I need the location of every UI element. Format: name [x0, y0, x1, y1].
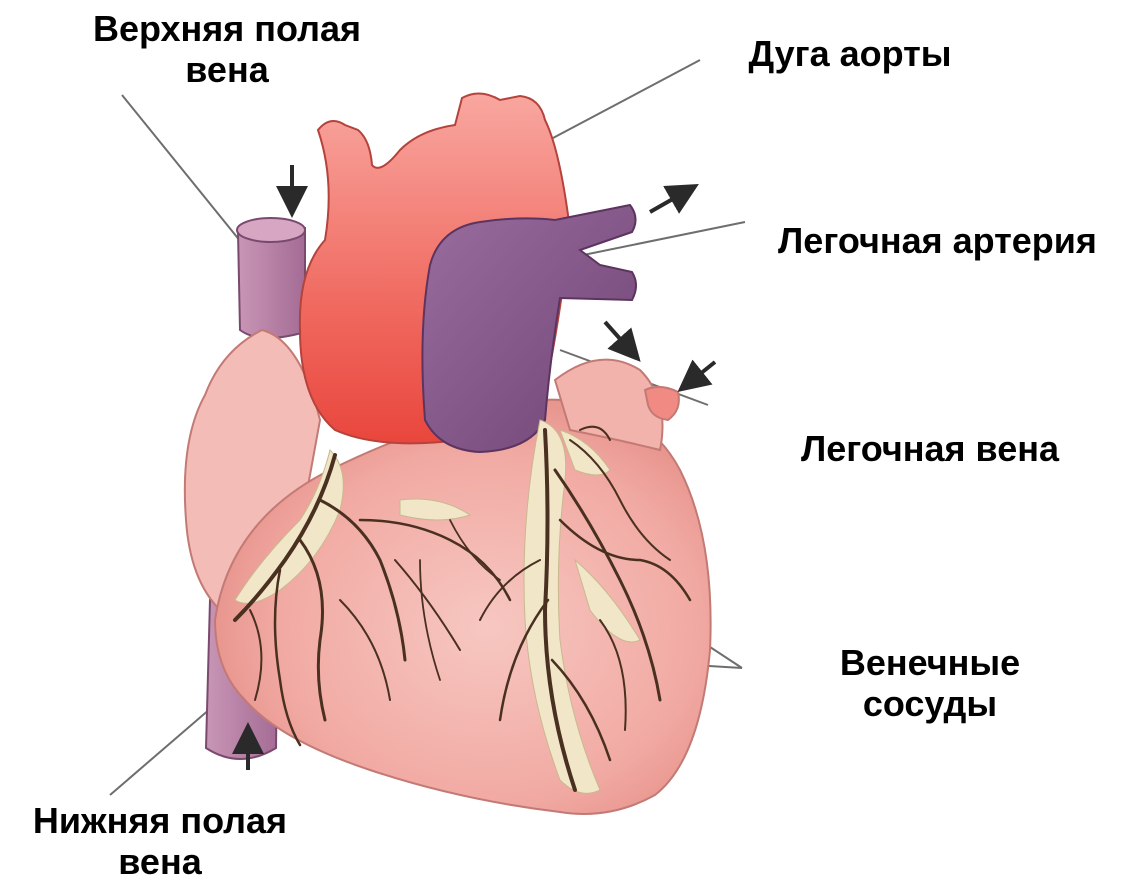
label-superior-vena-cava-line2: вена [62, 49, 392, 90]
label-pulmonary-artery-line1: Легочная артерия [745, 220, 1130, 261]
label-aortic-arch-line1: Дуга аорты [720, 33, 980, 74]
arrow-icon-pulmonary-artery-out [605, 322, 630, 350]
label-aortic-arch: Дуга аорты [720, 33, 980, 74]
label-coronary-vessels: Венечные сосуды [820, 642, 1040, 724]
label-pulmonary-vein-line1: Легочная вена [770, 428, 1090, 469]
label-inferior-vena-cava-line1: Нижняя полая [5, 800, 315, 841]
label-pulmonary-vein: Легочная вена [770, 428, 1090, 469]
label-coronary-vessels-line2: сосуды [820, 683, 1040, 724]
label-inferior-vena-cava: Нижняя полая вена [5, 800, 315, 882]
label-coronary-vessels-line1: Венечные [820, 642, 1040, 683]
arrow-icon-pulmonary-vein-in [690, 362, 715, 382]
label-superior-vena-cava-line1: Верхняя полая [62, 8, 392, 49]
label-superior-vena-cava: Верхняя полая вена [62, 8, 392, 90]
label-pulmonary-artery: Легочная артерия [745, 220, 1130, 261]
arrow-icon-aorta-out [650, 192, 685, 212]
superior-vena-cava-shape [237, 218, 305, 338]
label-inferior-vena-cava-line2: вена [5, 841, 315, 882]
